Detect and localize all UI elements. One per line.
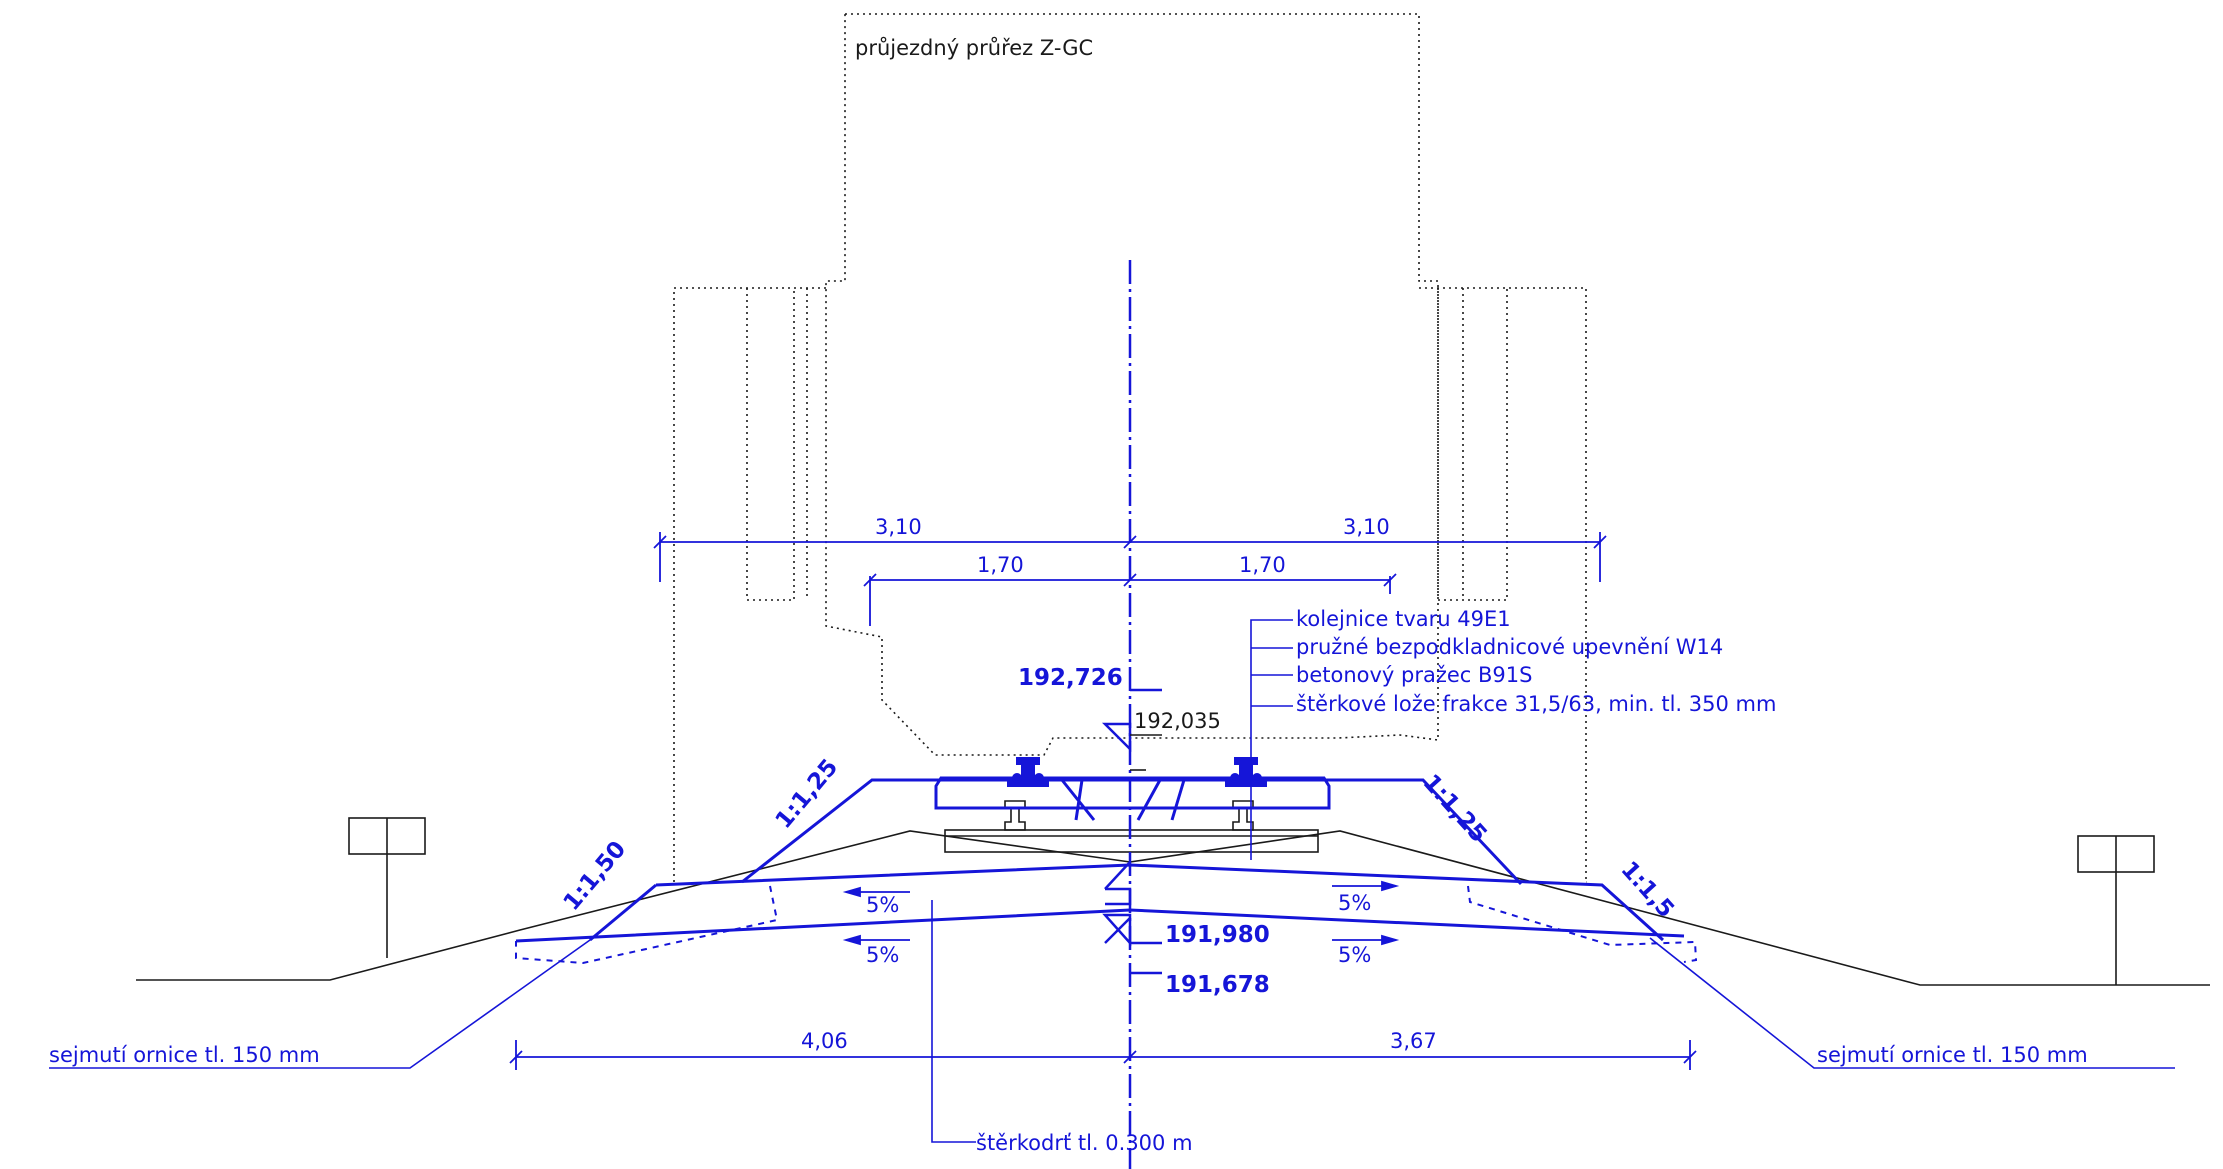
elevation-top-of-rail: 192,726 — [1018, 665, 1123, 691]
note-topsoil-left: sejmutí ornice tl. 150 mm — [49, 1043, 320, 1067]
dim-bottom-right: 3,67 — [1390, 1029, 1437, 1053]
dim-bottom-left: 4,06 — [801, 1029, 848, 1053]
legend-rail: kolejnice tvaru 49E1 — [1296, 607, 1511, 631]
dim-top-left: 3,10 — [875, 515, 922, 539]
clearance-gauge — [673, 13, 1587, 882]
grade-right-upper: 5% — [1338, 891, 1371, 915]
elevation-subgrade: 191,678 — [1165, 972, 1270, 998]
grade-left-upper: 5% — [866, 893, 899, 917]
gauge-title: průjezdný průřez Z-GC — [855, 36, 1093, 60]
dim-mid-right: 1,70 — [1239, 553, 1286, 577]
slope-left-upper: 1:1,25 — [771, 754, 844, 833]
design-embankment-dashed — [515, 885, 1698, 965]
leader-lines — [49, 619, 2175, 1143]
grade-left-lower: 5% — [866, 943, 899, 967]
new-rail-right — [1225, 757, 1267, 787]
design-embankment — [515, 776, 1685, 943]
note-gravel-layer: štěrkodrť tl. 0.300 m — [976, 1131, 1193, 1155]
new-rail-left — [1007, 757, 1049, 787]
dim-top-right: 3,10 — [1343, 515, 1390, 539]
signal-post-left — [348, 817, 426, 958]
dimension-lines — [509, 532, 1697, 1070]
legend-sleeper: betonový pražec B91S — [1296, 663, 1532, 687]
grade-right-lower: 5% — [1338, 943, 1371, 967]
note-topsoil-right: sejmutí ornice tl. 150 mm — [1817, 1043, 2088, 1067]
elevation-markers — [1101, 688, 1162, 975]
grade-arrows — [842, 880, 1400, 946]
signal-post-right — [2077, 835, 2155, 985]
legend-ballast: štěrkové lože frakce 31,5/63, min. tl. 3… — [1296, 692, 1776, 716]
slope-right-upper: 1:1,25 — [1418, 770, 1492, 848]
legend-fastening: pružné bezpodkladnicové upevnění W14 — [1296, 635, 1723, 659]
existing-track — [944, 800, 1319, 853]
existing-elevation-marker — [1130, 734, 1162, 771]
elevation-formation: 191,980 — [1165, 922, 1270, 948]
elevation-existing: 192,035 — [1134, 709, 1221, 733]
existing-ground — [136, 830, 2210, 986]
dim-mid-left: 1,70 — [977, 553, 1024, 577]
